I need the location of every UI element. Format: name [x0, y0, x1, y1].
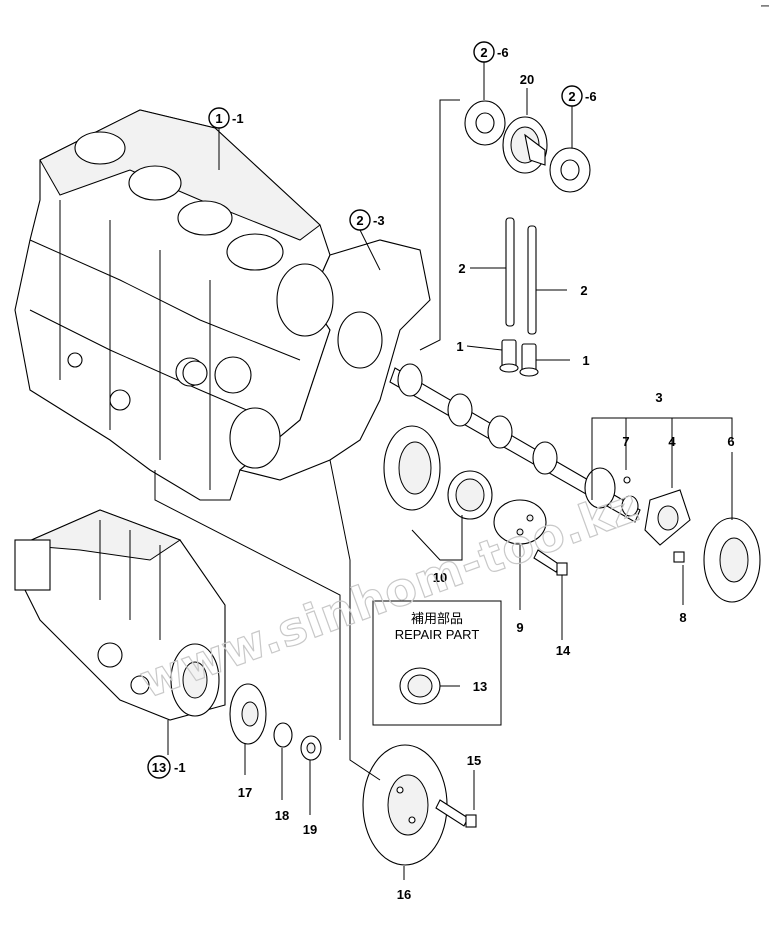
svg-text:-1: -1: [232, 111, 244, 126]
svg-text:13: 13: [152, 760, 166, 775]
svg-text:2: 2: [568, 89, 575, 104]
label-2-left: 2: [458, 261, 465, 276]
plate-4: [644, 489, 691, 546]
bushing-13: [399, 667, 441, 705]
flange-17: [229, 683, 267, 745]
nut-19: [300, 735, 322, 761]
push-rods: [505, 217, 537, 335]
cylinder-block: [14, 109, 331, 501]
repair-title-en: REPAIR PART: [395, 627, 480, 642]
svg-text:2: 2: [480, 45, 487, 60]
label-10: 10: [433, 570, 447, 585]
corner-mark: ー: [760, 2, 770, 13]
leader-lines: [154, 62, 733, 880]
callout-2-3: 2 -3: [349, 209, 385, 231]
fuel-injection-pump: [14, 509, 226, 721]
bolt-14: [533, 549, 568, 576]
callout-1-1: 1 -1: [208, 107, 244, 129]
label-1-left: 1: [456, 339, 463, 354]
svg-text:-6: -6: [585, 89, 597, 104]
label-20: 20: [520, 72, 534, 87]
callout-13-1: 13 -1: [147, 755, 186, 779]
label-7: 7: [622, 434, 629, 449]
callout-2-6-right: 2 -6: [561, 85, 597, 107]
svg-text:2: 2: [356, 213, 363, 228]
label-9: 9: [516, 620, 523, 635]
label-8: 8: [679, 610, 686, 625]
idler-gear-20: [502, 116, 548, 174]
tappets: [499, 339, 539, 377]
label-19: 19: [303, 822, 317, 837]
label-18: 18: [275, 808, 289, 823]
label-15: 15: [467, 753, 481, 768]
svg-text:-3: -3: [373, 213, 385, 228]
repair-part-box: 補用部品 REPAIR PART: [372, 600, 502, 726]
pin-7: [623, 476, 631, 484]
label-3: 3: [655, 390, 662, 405]
callout-2-6-top: 2 -6: [473, 41, 509, 63]
idler-bearing-assembly: [464, 100, 591, 193]
washer-18: [273, 722, 293, 748]
label-2-right: 2: [580, 283, 587, 298]
repair-title-jp: 補用部品: [411, 611, 463, 626]
label-6: 6: [727, 434, 734, 449]
svg-text:-6: -6: [497, 45, 509, 60]
crank-gear: [383, 425, 441, 511]
cam-gear-6: [703, 517, 761, 603]
bushing-10: [447, 470, 493, 520]
label-13: 13: [473, 679, 487, 694]
pump-gear-16: [362, 744, 448, 866]
svg-text:-1: -1: [174, 760, 186, 775]
bolt-8: [673, 551, 685, 563]
label-14: 14: [556, 643, 571, 658]
gear-housing: [182, 239, 431, 481]
thrust-plate-9: [493, 499, 547, 545]
bolt-15: [435, 799, 477, 828]
camshaft: [389, 363, 641, 523]
label-4: 4: [668, 434, 676, 449]
label-17: 17: [238, 785, 252, 800]
label-16: 16: [397, 887, 411, 902]
label-1-right: 1: [582, 353, 589, 368]
svg-text:1: 1: [215, 111, 222, 126]
